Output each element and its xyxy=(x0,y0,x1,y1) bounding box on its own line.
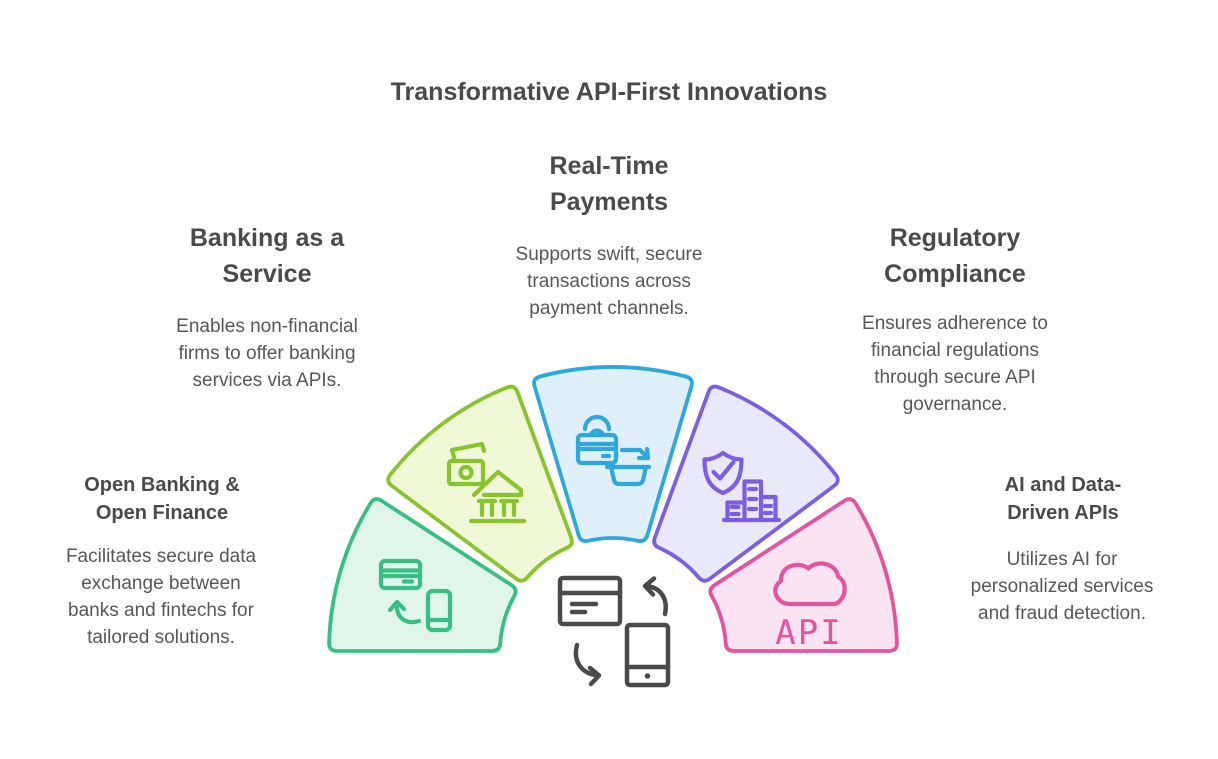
body-line: banks and fintechs for xyxy=(68,600,254,621)
heading-line: Real-Time xyxy=(549,152,669,180)
body-line: exchange between xyxy=(81,573,241,594)
wedge-shape xyxy=(532,365,694,543)
heading-line: Driven APIs xyxy=(1007,502,1119,524)
body-line: firms to offer banking xyxy=(178,343,356,364)
banknotes-bank-icon xyxy=(446,441,527,524)
fan-wedge-open-banking xyxy=(327,497,518,653)
heading-line: Compliance xyxy=(884,260,1026,288)
fan-wedge-ai-data-driven-apis: API xyxy=(708,497,899,653)
body-line: Ensures adherence to xyxy=(862,313,1048,334)
heading-line: Regulatory xyxy=(889,224,1021,252)
body-line: Facilitates secure data xyxy=(65,546,257,567)
section-heading-ai-data-driven: AI and Data- Driven APIs xyxy=(923,471,1203,527)
section-heading-open-banking: Open Banking & Open Finance xyxy=(22,471,302,527)
body-line: Supports swift, secure xyxy=(515,244,703,265)
heading-line: Payments xyxy=(549,188,669,216)
section-heading-banking-as-a-service: Banking as a Service xyxy=(117,220,417,292)
body-line: tailored solutions. xyxy=(87,627,235,648)
fan-wedge-regulatory-compliance xyxy=(652,384,840,583)
body-line: and fraud detection. xyxy=(978,603,1146,624)
body-line: personalized services xyxy=(970,576,1154,597)
wedge-shape xyxy=(327,497,518,653)
section-body-ai-data-driven: Utilizes AI for personalized services an… xyxy=(907,546,1217,627)
body-line: Utilizes AI for xyxy=(1006,549,1118,570)
body-line: financial regulations xyxy=(871,340,1039,361)
card-phone-exchange-icon xyxy=(378,558,453,633)
cloud-api-icon: API xyxy=(773,561,847,653)
card-device-sync-icon xyxy=(557,575,671,688)
body-line: Enables non-financial xyxy=(176,316,358,337)
heading-line: Banking as a xyxy=(189,224,345,252)
shield-check-buildings-icon xyxy=(702,450,782,523)
section-heading-regulatory-compliance: Regulatory Compliance xyxy=(805,220,1105,292)
section-body-regulatory-compliance: Ensures adherence to financial regulatio… xyxy=(795,310,1115,418)
body-line: payment channels. xyxy=(529,298,689,319)
api-label: API xyxy=(775,613,842,653)
heading-line: Service xyxy=(222,260,312,288)
body-line: transactions across xyxy=(527,271,691,292)
section-heading-real-time-payments: Real-Time Payments xyxy=(459,148,759,220)
body-line: services via APIs. xyxy=(192,370,342,391)
page-title: Transformative API-First Innovations xyxy=(390,78,828,106)
section-body-open-banking: Facilitates secure data exchange between… xyxy=(11,543,311,651)
section-body-real-time-payments: Supports swift, secure transactions acro… xyxy=(449,241,769,322)
heading-line: Open Banking & xyxy=(84,474,240,496)
body-line: through secure API xyxy=(874,367,1036,388)
fan-wedge-real-time-payments xyxy=(532,365,694,543)
fan-wedge-banking-as-a-service xyxy=(386,384,574,583)
contactless-payment-basket-icon xyxy=(575,414,652,487)
heading-line: AI and Data- xyxy=(1004,474,1122,496)
heading-line: Open Finance xyxy=(95,502,229,524)
section-body-banking-as-a-service: Enables non-financial firms to offer ban… xyxy=(102,313,432,394)
wedge-shape xyxy=(708,497,899,653)
body-line: governance. xyxy=(902,394,1008,415)
